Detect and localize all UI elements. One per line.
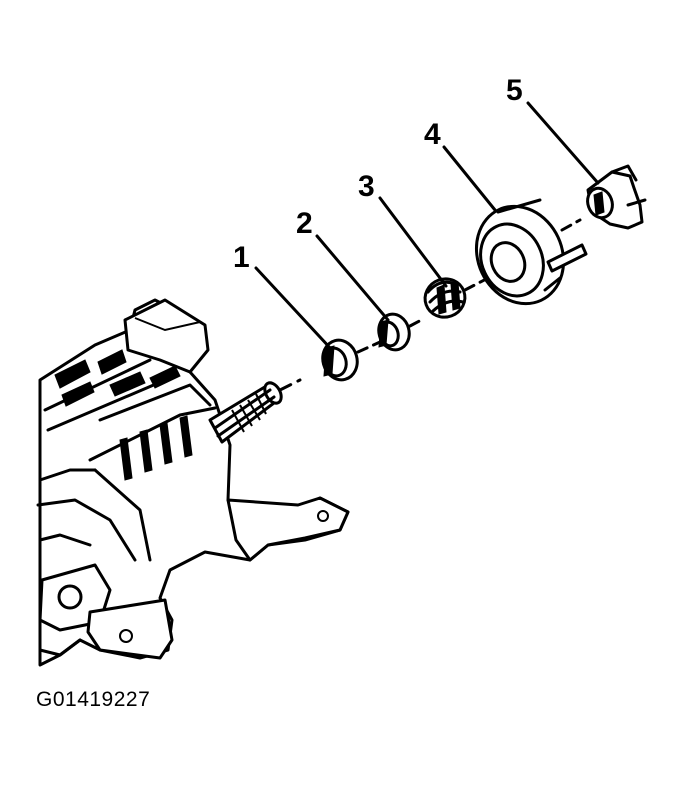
- steering-shaft: [208, 378, 302, 444]
- callout-2: 2: [296, 207, 313, 240]
- part-5-connector: [586, 164, 647, 230]
- part-3-spring: [423, 275, 492, 319]
- part-4-disc: [474, 198, 588, 306]
- callout-5: 5: [506, 74, 523, 107]
- leader-lines: [254, 101, 600, 352]
- figure-id: G01419227: [36, 688, 151, 711]
- part-2-ring: [377, 312, 427, 352]
- steering-column-housing: [36, 298, 350, 667]
- callout-4: 4: [424, 118, 441, 151]
- callout-3: 3: [358, 170, 375, 203]
- callout-1: 1: [233, 241, 250, 274]
